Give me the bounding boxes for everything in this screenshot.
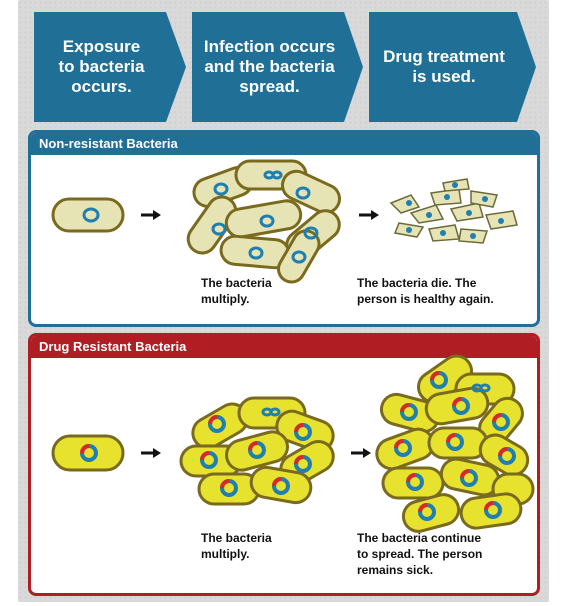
caption-resistant-multiply: The bacteria multiply.: [201, 530, 272, 562]
process-arrow-icon: [359, 210, 379, 220]
caption-nonresistant-multiply: The bacteria multiply.: [201, 275, 272, 307]
step-label-infection: Infection occurs and the bacteria spread…: [192, 12, 347, 122]
step-arrow-exposure: Exposure to bacteria occurs.: [34, 12, 187, 122]
resistant-cluster-icon: [181, 398, 339, 505]
process-arrow-icon: [141, 448, 161, 458]
step-arrow-infection: Infection occurs and the bacteria spread…: [192, 12, 364, 122]
step-label-treatment: Drug treatment is used.: [369, 12, 519, 122]
process-arrow-icon: [351, 448, 371, 458]
step-label-exposure: Exposure to bacteria occurs.: [34, 12, 169, 122]
panel-non-resistant: Non-resistant Bacteria: [28, 130, 540, 327]
panel-drug-resistant: Drug Resistant Bacteria: [28, 333, 540, 596]
step-arrow-treatment: Drug treatment is used.: [369, 12, 537, 122]
single-resistant-bacterium-icon: [53, 436, 123, 470]
single-bacterium-icon: [53, 199, 123, 231]
caption-nonresistant-result: The bacteria die. The person is healthy …: [357, 275, 494, 307]
caption-resistant-result: The bacteria continue to spread. The per…: [357, 530, 482, 578]
dead-bacteria-fragments-icon: [391, 179, 517, 243]
process-arrow-icon: [141, 210, 161, 220]
